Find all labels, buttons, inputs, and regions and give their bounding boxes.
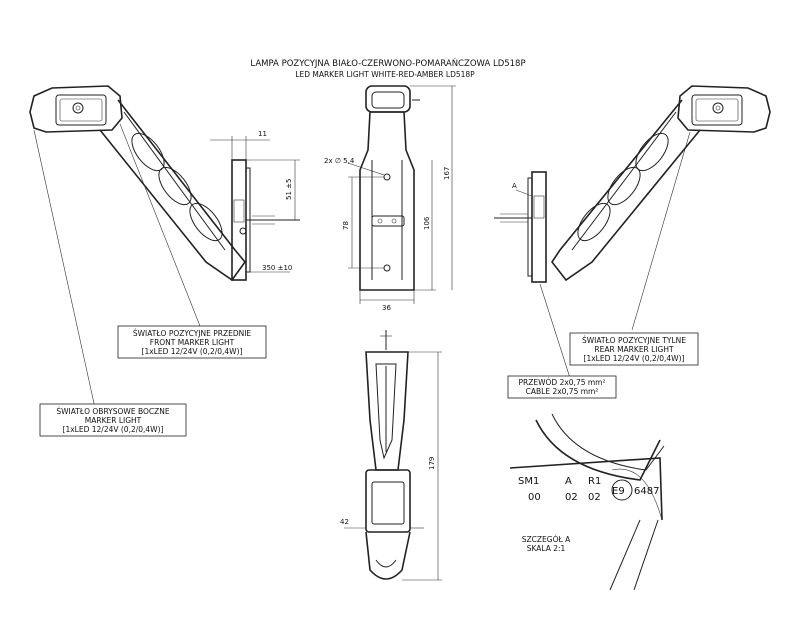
label-rear-marker: ŚWIATŁO POZYCYJNE TYLNE REAR MARKER LIGH…	[569, 332, 699, 366]
dim-106: 106	[423, 216, 431, 230]
dim-179: 179	[428, 457, 436, 470]
mark-02b: 02	[588, 492, 601, 503]
label-cable-pl: PRZEWÓD 2x0,75 mm²	[518, 378, 605, 387]
detail-title: SZCZEGÓŁ A	[522, 535, 571, 544]
label-front-marker: ŚWIATŁO POZYCYJNE PRZEDNIE FRONT MARKER …	[117, 325, 267, 359]
label-side-spec: [1xLED 12/24V (0,2/0,4W)]	[63, 425, 164, 434]
mark-a: A	[565, 476, 572, 487]
left-lamp-view: 11 51 ±5 350 ±10	[29, 85, 300, 409]
label-front-spec: [1xLED 12/24V (0,2/0,4W)]	[142, 347, 243, 356]
mark-02a: 02	[565, 492, 578, 503]
label-cable: PRZEWÓD 2x0,75 mm² CABLE 2x0,75 mm²	[507, 375, 617, 399]
mark-r1: R1	[588, 476, 601, 487]
dim-hole: 2x ∅ 5,4	[324, 157, 355, 165]
label-rear-pl: ŚWIATŁO POZYCYJNE TYLNE	[582, 336, 686, 345]
label-front-pl: ŚWIATŁO POZYCYJNE PRZEDNIE	[133, 329, 252, 338]
center-top-view: 2x ∅ 5,4 78 106 167 36	[324, 85, 456, 312]
detail-scale: SKALA 2:1	[527, 544, 566, 553]
label-side-marker: ŚWIATŁO OBRYSOWE BOCZNE MARKER LIGHT [1x…	[39, 403, 187, 437]
dim-36: 36	[382, 304, 391, 312]
dim-11: 11	[258, 130, 267, 138]
view-a-marker: A	[512, 182, 517, 190]
center-bottom-view: 179 42	[340, 330, 442, 581]
dim-350: 350 ±10	[262, 264, 292, 272]
dim-78: 78	[342, 221, 350, 230]
label-front-en: FRONT MARKER LIGHT	[150, 338, 235, 347]
title-en: LED MARKER LIGHT WHITE-RED-AMBER LD518P	[295, 70, 475, 79]
label-side-en: MARKER LIGHT	[85, 416, 142, 425]
label-cable-en: CABLE 2x0,75 mm²	[526, 387, 599, 396]
right-lamp-view: A	[494, 85, 771, 379]
mark-approval: 6487	[634, 486, 659, 497]
label-side-pl: ŚWIATŁO OBRYSOWE BOCZNE	[56, 407, 169, 416]
detail-a: SM1 A R1 00 02 02 E9 6487 SZCZEGÓŁ A SKA…	[509, 413, 665, 591]
mark-00: 00	[528, 492, 541, 503]
dim-51: 51 ±5	[285, 179, 293, 200]
title-pl: LAMPA POZYCYJNA BIAŁO-CZERWONO-POMARAŃCZ…	[250, 57, 525, 69]
mark-sm1: SM1	[518, 476, 539, 487]
label-rear-en: REAR MARKER LIGHT	[594, 345, 674, 354]
label-rear-spec: [1xLED 12/24V (0,2/0,4W)]	[584, 354, 685, 363]
dim-167: 167	[443, 167, 451, 180]
dim-42: 42	[340, 518, 349, 526]
mark-e9: E9	[612, 486, 625, 497]
